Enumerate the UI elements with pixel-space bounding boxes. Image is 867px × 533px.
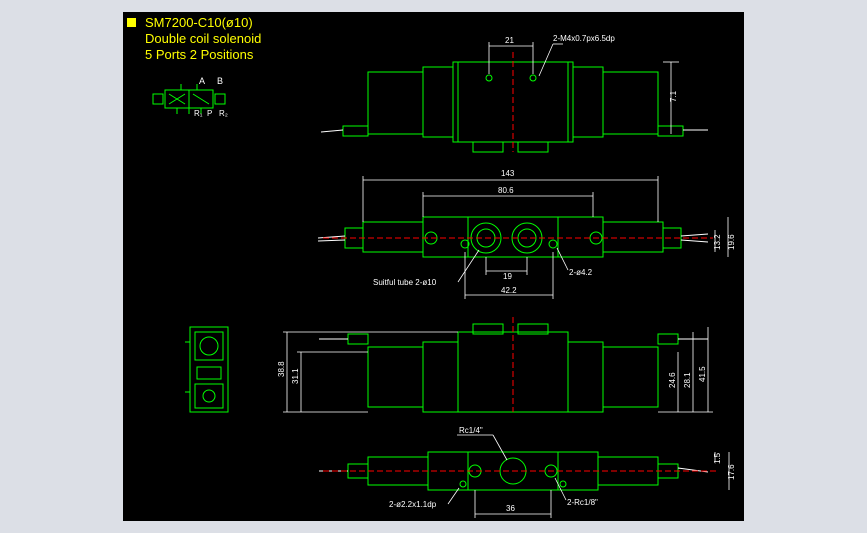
dim-41-5: 41.5 bbox=[698, 366, 707, 382]
dim-19-6: 19.6 bbox=[727, 234, 736, 250]
dim-m4-thread: 2-M4x0.7px6.5dp bbox=[553, 34, 615, 43]
view-plan bbox=[317, 176, 729, 299]
title-model: SM7200-C10(ø10) bbox=[145, 15, 253, 30]
dim-phi-4-2: 2-ø4.2 bbox=[569, 268, 593, 277]
dim-28-1: 28.1 bbox=[683, 372, 692, 388]
view-bottom bbox=[319, 434, 730, 518]
dim-143: 143 bbox=[501, 169, 515, 178]
symbol-port-r1: R₁ bbox=[194, 109, 203, 118]
dim-rc-1-8: 2-Rc1/8" bbox=[567, 498, 598, 507]
dim-13-2: 13.2 bbox=[713, 234, 722, 250]
dim-19: 19 bbox=[503, 272, 512, 281]
dim-rc-1-4: Rc1/4" bbox=[459, 426, 483, 435]
view-end bbox=[185, 326, 229, 413]
symbol-port-r2: R₂ bbox=[219, 109, 228, 118]
dim-17-6: 17.6 bbox=[727, 464, 736, 480]
dim-42-2: 42.2 bbox=[501, 286, 517, 295]
title-type: Double coil solenoid bbox=[145, 31, 261, 46]
dim-80-6: 80.6 bbox=[498, 186, 514, 195]
dim-38-8: 38.8 bbox=[277, 361, 286, 377]
dim-1-5: 1.5 bbox=[713, 452, 722, 464]
title-marker bbox=[127, 18, 136, 27]
dim-36: 36 bbox=[506, 504, 515, 513]
dim-tube: Suitful tube 2-ø10 bbox=[373, 278, 437, 287]
drawing-svg: SM7200-C10(ø10) Double coil solenoid 5 P… bbox=[127, 15, 736, 518]
dim-24-6: 24.6 bbox=[668, 372, 677, 388]
symbol-port-b: B bbox=[217, 76, 223, 86]
view-front bbox=[283, 317, 713, 413]
view-top-elevation bbox=[320, 42, 708, 153]
symbol-port-p: P bbox=[207, 109, 212, 118]
cad-drawing-canvas: SM7200-C10(ø10) Double coil solenoid 5 P… bbox=[123, 12, 744, 521]
dim-7-1: 7.1 bbox=[669, 90, 678, 102]
valve-symbol bbox=[152, 84, 226, 114]
title-ports: 5 Ports 2 Positions bbox=[145, 47, 254, 62]
dim-31-1: 31.1 bbox=[291, 368, 300, 384]
dim-21: 21 bbox=[505, 36, 514, 45]
dim-phi-2-2: 2-ø2.2x1.1dp bbox=[389, 500, 437, 509]
symbol-port-a: A bbox=[199, 76, 205, 86]
